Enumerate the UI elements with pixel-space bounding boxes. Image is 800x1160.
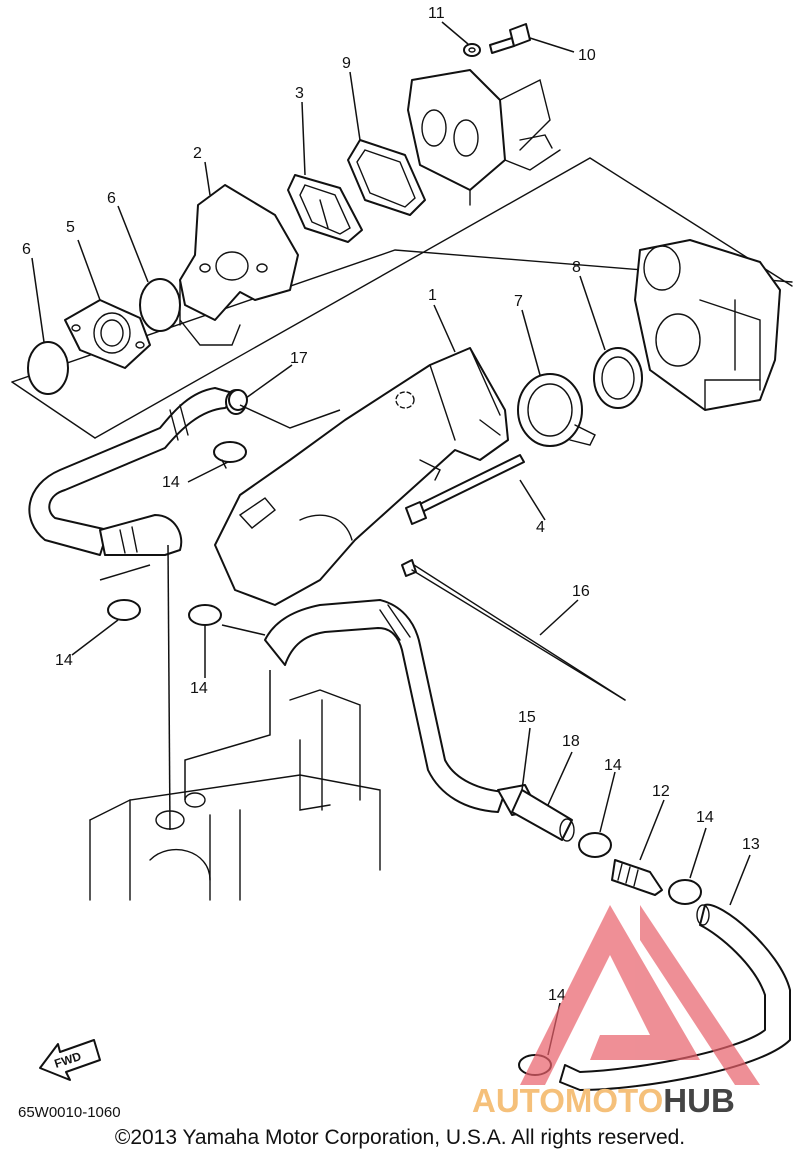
clip-part-14-d [578,832,612,858]
bolt-part-10 [489,23,531,54]
cap-part-17 [228,389,248,411]
callout-15: 15 [518,709,536,726]
callout-14-e: 14 [696,809,714,826]
washer-part-11 [463,43,481,57]
joint-part-2 [179,184,299,346]
lower-hose [264,599,575,842]
callout-3: 3 [295,85,304,102]
engine-intake-flange [407,69,561,206]
clip-part-14-e [668,879,702,905]
callout-4: 4 [536,519,545,536]
watermark-text-b: HUB [663,1082,735,1119]
callout-18: 18 [562,733,580,750]
callout-13: 13 [742,836,760,853]
callout-11: 11 [428,5,445,22]
callout-9: 9 [342,55,351,72]
copyright-notice: ©2013 Yamaha Motor Corporation, U.S.A. A… [114,1126,686,1149]
clamp-part-7 [517,373,596,447]
callout-12: 12 [652,783,670,800]
callout-6-a: 6 [107,190,116,207]
cable-tie-part-16 [401,559,626,701]
callout-2: 2 [193,145,202,162]
clip-part-14-b [107,599,141,621]
watermark-text-a: AUTOMOTO [472,1082,664,1119]
fitting-part-12 [611,859,663,896]
callout-14-a: 14 [162,474,180,491]
callout-7: 7 [514,293,523,310]
callout-14-c: 14 [190,680,208,697]
throttle-body [634,239,781,411]
callout-1: 1 [428,287,437,304]
flange-joint-part-5 [64,299,151,369]
watermark-text: AUTOMOTOHUB [472,1082,735,1120]
gasket-part-9 [347,139,426,216]
fwd-arrow-icon: FWD [39,1039,101,1081]
clip-part-14-c [188,604,222,626]
upper-hose [28,387,247,556]
callout-10: 10 [578,47,596,64]
callout-14-f: 14 [548,987,566,1004]
document-code: 65W0010-1060 [18,1104,121,1121]
leader-lines [31,21,751,1056]
callout-17: 17 [290,350,308,367]
watermark-logo-icon [520,905,760,1085]
callout-5: 5 [66,219,75,236]
gasket-part-3 [287,174,363,243]
callout-14-d: 14 [604,757,622,774]
o-ring-part-6-a [139,278,181,332]
ring-part-8 [593,347,643,409]
callout-6-b: 6 [22,241,31,258]
bolt-part-4 [405,454,525,525]
callout-labels: 11 10 9 3 2 6 5 6 8 1 7 17 14 4 16 14 14… [22,5,760,1004]
drain-hose-part-13 [559,903,791,1091]
o-ring-part-6-b [27,341,69,395]
silencer-part-1 [214,347,509,606]
engine-lower-block [89,689,381,901]
clip-part-14-a [213,441,247,469]
callout-16: 16 [572,583,590,600]
callout-14-b: 14 [55,652,73,669]
callout-8: 8 [572,259,581,276]
